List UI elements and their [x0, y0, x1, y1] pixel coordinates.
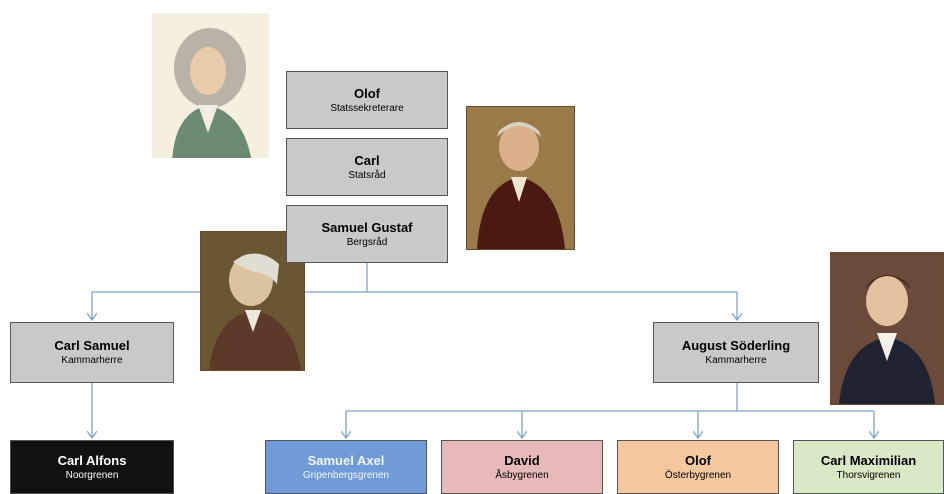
node-title: Statsråd [348, 169, 386, 181]
node-name: Carl Maximilian [820, 452, 917, 468]
node-title: Kammarherre [61, 355, 123, 366]
node-title: Noorgrenen [65, 469, 119, 481]
node-name: Samuel Axel [307, 452, 385, 468]
node-name: August Söderling [681, 338, 791, 353]
node-title: Kammarherre [705, 355, 767, 366]
engraving-portrait [152, 13, 269, 158]
node-title: Bergsråd [346, 236, 388, 248]
node-title: Statssekreterare [330, 102, 404, 114]
node-samuel-gustaf[interactable]: Samuel Gustaf Bergsråd [286, 205, 448, 263]
node-title: Österbygrenen [664, 469, 732, 481]
node-samuel-axel[interactable]: Samuel Axel Gripenbergsgrenen [265, 440, 427, 494]
node-carl-maximilian[interactable]: Carl Maximilian Thorsvigrenen [793, 440, 944, 494]
node-david[interactable]: David Åsbygrenen [441, 440, 603, 494]
node-name: Carl [354, 152, 380, 168]
node-olof-osterbygrenen[interactable]: Olof Österbygrenen [617, 440, 779, 494]
node-carl-statsrad[interactable]: Carl Statsråd [286, 138, 448, 196]
node-title: Åsbygrenen [495, 469, 549, 481]
node-name: Olof [354, 85, 380, 101]
node-title: Thorsvigrenen [836, 469, 901, 481]
painted-portrait-dark-coat [830, 252, 944, 405]
painted-portrait-red-coat [466, 106, 575, 250]
node-olof-statssekreterare[interactable]: Olof Statssekreterare [286, 71, 448, 129]
node-august-soderling[interactable]: August Söderling Kammarherre [653, 322, 819, 383]
node-name: Samuel Gustaf [321, 219, 413, 235]
node-name: Carl Samuel [54, 338, 130, 353]
node-name: Carl Alfons [57, 452, 127, 468]
node-carl-alfons[interactable]: Carl Alfons Noorgrenen [10, 440, 174, 494]
profile-portrait [200, 231, 305, 371]
node-carl-samuel[interactable]: Carl Samuel Kammarherre [10, 322, 174, 383]
node-title: Gripenbergsgrenen [302, 469, 390, 481]
node-name: David [504, 452, 540, 468]
node-name: Olof [685, 452, 711, 468]
